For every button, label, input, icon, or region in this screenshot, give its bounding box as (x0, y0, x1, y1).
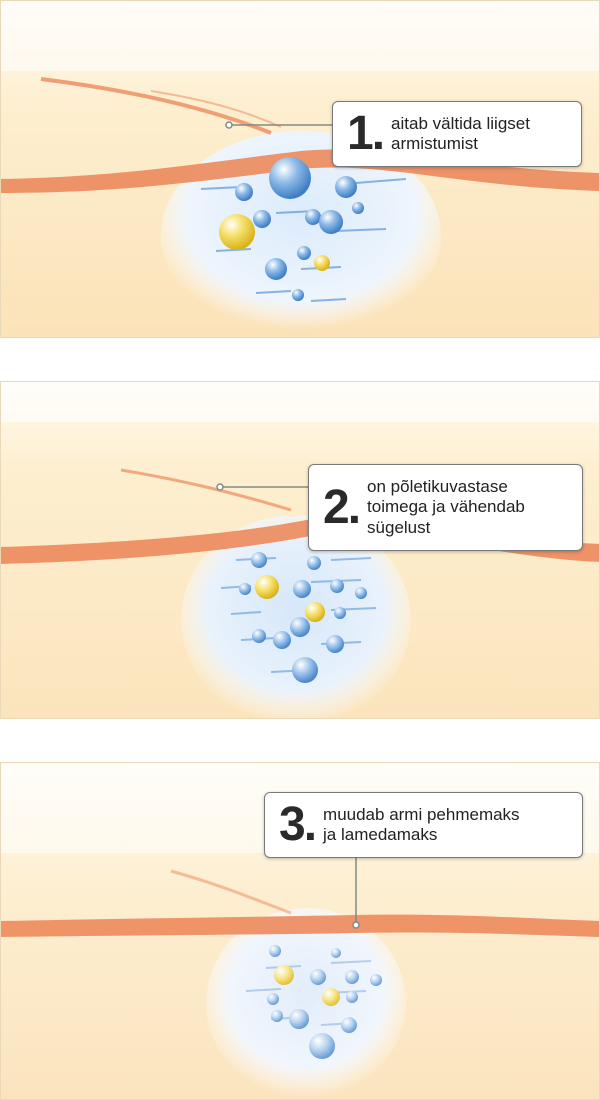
bubble-yellow (274, 965, 294, 985)
bubble (239, 583, 251, 595)
bubble (267, 993, 279, 1005)
bubble (346, 991, 358, 1003)
wound-zone (181, 515, 411, 718)
bubble-yellow (219, 214, 255, 250)
bubble (352, 202, 364, 214)
bubble (293, 580, 311, 598)
bubble (345, 970, 359, 984)
illustration-panel-3: 3. muudab armi pehmemaks ja lamedamaks (0, 762, 600, 1100)
illustration-panel-1: 1. aitab vältida liigset armistumist (0, 0, 600, 338)
bubble (251, 552, 267, 568)
illustration-panel-2: 2. on põletikuvastase toimega ja vähenda… (0, 381, 600, 719)
bubble-yellow (322, 988, 340, 1006)
step-description: muudab armi pehmemaks ja lamedamaks (323, 804, 520, 844)
bubble (335, 176, 357, 198)
leader-dot (216, 483, 224, 491)
bubble (253, 210, 271, 228)
wound-zone (206, 908, 406, 1098)
bubble (297, 246, 311, 260)
skin-illustration-2 (1, 382, 599, 718)
bubble (331, 948, 341, 958)
leader-dot (352, 921, 360, 929)
skin-surface-band (1, 914, 599, 937)
bubble-yellow (255, 575, 279, 599)
bubble (370, 974, 382, 986)
bubble (269, 157, 311, 199)
bubble (292, 657, 318, 683)
bubble (310, 969, 326, 985)
bubble (292, 289, 304, 301)
bubble-yellow (305, 602, 325, 622)
bubble (307, 556, 321, 570)
skin-illustration-1 (1, 1, 599, 337)
step-description: on põletikuvastase toimega ja vähendab s… (367, 476, 525, 537)
bubble (271, 1010, 283, 1022)
bubble (269, 945, 281, 957)
bubble (319, 210, 343, 234)
bubble (341, 1017, 357, 1033)
bubble (235, 183, 253, 201)
bubble (330, 579, 344, 593)
leader-dot (225, 121, 233, 129)
step-number: 3. (279, 798, 317, 851)
step-description: aitab vältida liigset armistumist (391, 113, 530, 153)
bubble (305, 209, 321, 225)
step-number: 1. (347, 107, 385, 160)
bubble-yellow (314, 255, 330, 271)
bubble (309, 1033, 335, 1059)
callout-2: 2. on põletikuvastase toimega ja vähenda… (308, 464, 583, 551)
bubble (334, 607, 346, 619)
step-number: 2. (323, 480, 361, 534)
bubble (355, 587, 367, 599)
bubble (290, 617, 310, 637)
bubble (252, 629, 266, 643)
bubble (326, 635, 344, 653)
bubble (265, 258, 287, 280)
bubble (289, 1009, 309, 1029)
bubble (273, 631, 291, 649)
callout-3: 3. muudab armi pehmemaks ja lamedamaks (264, 792, 583, 858)
callout-1: 1. aitab vältida liigset armistumist (332, 101, 582, 167)
